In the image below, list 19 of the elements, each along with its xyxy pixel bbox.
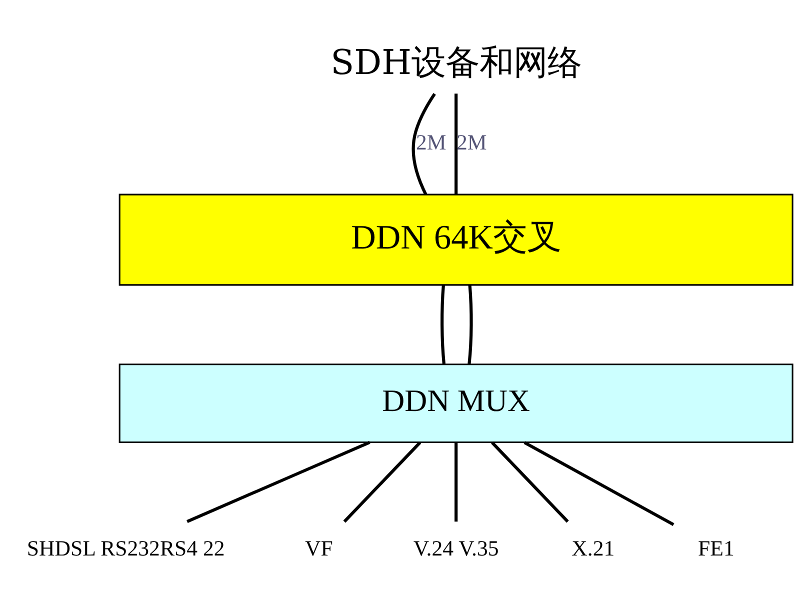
node-text: FE1 [698,536,734,560]
edge-label: 2M [456,130,487,155]
node-text: VF [305,536,333,560]
connector [468,285,473,364]
edge-label: 2M [416,130,446,155]
connector [454,94,458,194]
node-text: SDH设备和网络 [330,42,582,83]
connector [454,442,458,522]
node-text: X.21 [572,536,615,560]
connector [186,440,370,523]
node-text: V.24 V.35 [413,536,499,560]
connector [524,441,674,526]
connector [412,93,436,196]
connector [490,441,569,523]
node-box: DDN 64K交叉 [118,194,794,286]
node-text: SHDSL RS232RS4 22 [26,536,225,560]
connector [440,285,446,364]
node-box: DDN MUX [118,364,794,444]
connector [343,441,422,523]
